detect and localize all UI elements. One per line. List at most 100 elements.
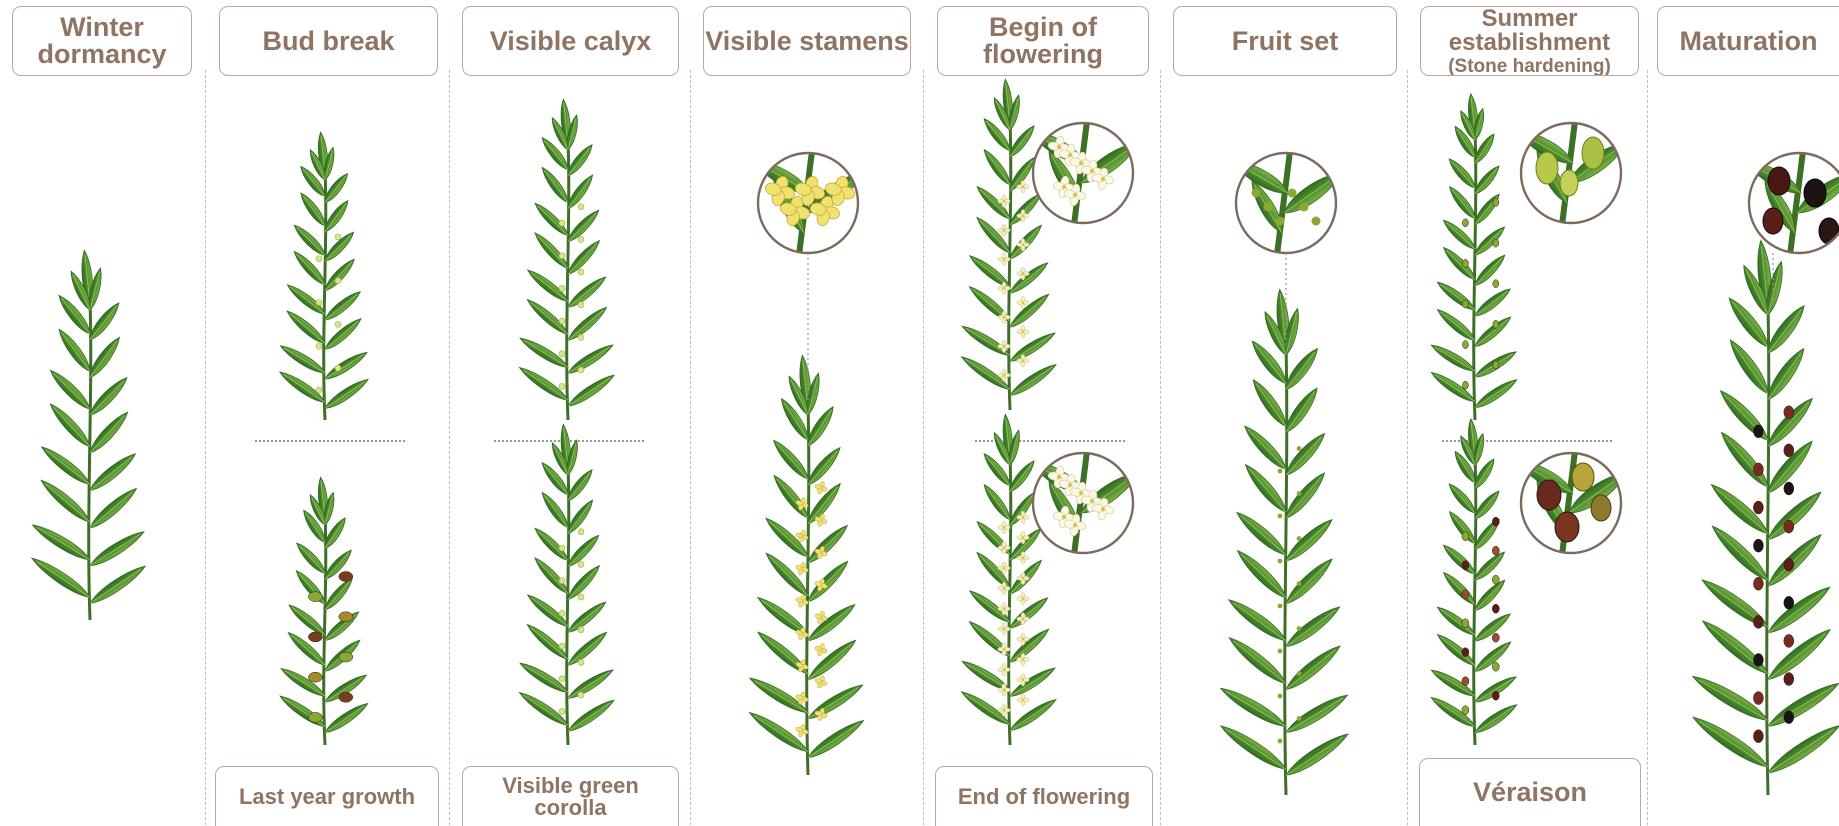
olive-leaf	[87, 484, 140, 532]
fruit-set-branch	[1217, 289, 1351, 795]
olive-fruit	[1784, 596, 1794, 609]
olive-leaf	[38, 476, 94, 526]
olive-leaf	[1282, 555, 1336, 608]
olive-leaf	[805, 680, 865, 723]
stage-title-winter-dormancy: Winter dormancy	[12, 6, 192, 76]
stage-title-bud-break: Bud break	[219, 6, 438, 76]
olive-leaf	[1446, 509, 1479, 547]
flower-bud-icon	[559, 578, 565, 584]
olive-leaf	[1429, 341, 1477, 375]
olive-fruit	[1492, 517, 1499, 526]
olive-leaf	[279, 665, 328, 700]
title-line: Bud break	[262, 28, 394, 55]
tiny-fruit	[1297, 581, 1302, 586]
olive-leaf	[1440, 542, 1478, 578]
olive-leaf	[1434, 631, 1478, 669]
olive-leaf	[1473, 673, 1519, 706]
olive-leaf	[1007, 222, 1045, 262]
title-line: Begin of	[989, 14, 1097, 41]
title-line: Visible stamens	[705, 28, 909, 55]
olive-leaf	[1440, 217, 1478, 253]
stage-label-visible-green-corolla: Visible green corolla	[462, 766, 679, 826]
olive-leaf	[322, 288, 363, 324]
olive-leaf	[1428, 368, 1477, 405]
olive-fruit	[1493, 199, 1499, 207]
olive-leaf	[770, 472, 812, 521]
olive-leaf	[1283, 729, 1352, 780]
olive-leaf	[565, 696, 616, 735]
flower-bud-icon	[316, 256, 322, 262]
budbreak-branch	[277, 132, 371, 420]
olive-leaf	[1472, 285, 1513, 320]
olive-fruit	[339, 652, 353, 662]
tiny-fruit	[1278, 559, 1283, 564]
flower-bud-icon	[559, 253, 565, 259]
maturation-branch	[1689, 240, 1839, 795]
stage-label-veraison: Véraison	[1419, 758, 1641, 826]
flower-bud-icon	[335, 278, 341, 284]
tiny-fruit	[1278, 694, 1283, 699]
olive-leaf	[87, 527, 147, 570]
flower-bud-icon	[559, 708, 565, 714]
olive-fruit	[1753, 692, 1763, 705]
flower-icon	[1017, 592, 1029, 604]
tiny-fruit	[1278, 469, 1283, 474]
olive-fruit	[308, 712, 322, 722]
flower-icon	[998, 521, 1010, 533]
title-line: Summer	[1481, 7, 1577, 31]
flower-bud-icon	[335, 365, 341, 371]
calyx-branch	[517, 99, 617, 420]
flower-bud-icon	[578, 334, 584, 340]
olive-leaf	[532, 525, 571, 564]
olive-fruit	[1753, 577, 1763, 590]
olive-leaf	[86, 409, 131, 457]
flower-bud-icon	[578, 529, 584, 535]
olive-fruit	[1784, 634, 1794, 647]
maturation-magnifier	[1742, 143, 1839, 263]
olive-leaf	[293, 540, 328, 576]
olive-leaf	[1764, 582, 1834, 639]
olive-leaf	[524, 621, 571, 663]
begin-flowering-magnifier	[1026, 113, 1143, 233]
stage-title-begin-of-flowering: Begin of flowering	[937, 6, 1149, 76]
last-year-growth-branch	[277, 477, 370, 745]
stamen-flower-icon	[814, 643, 828, 657]
olive-fruit	[1462, 259, 1468, 267]
olive-leaf	[532, 555, 572, 597]
veraison-magnifier	[1514, 443, 1631, 563]
olive-leaf	[1217, 721, 1289, 775]
flower-bud-icon	[559, 318, 565, 324]
olive-fruit	[1462, 381, 1468, 389]
green-corolla-branch	[517, 424, 617, 745]
olive-fruit	[1462, 300, 1468, 308]
olive-fruit	[1784, 558, 1794, 571]
olive-leaf	[1472, 224, 1508, 259]
olive-leaf	[1233, 546, 1290, 602]
olive-leaf	[565, 666, 615, 702]
tiny-fruit	[1278, 649, 1283, 654]
flower-bud-icon	[559, 643, 565, 649]
label-line: Last year growth	[239, 786, 415, 808]
flower-icon	[998, 224, 1010, 236]
stamens-branch	[746, 355, 866, 775]
stone-hardening-branch	[1428, 93, 1519, 420]
end-flowering-magnifier	[1026, 443, 1143, 563]
olive-leaf	[1763, 394, 1817, 451]
olive-leaf	[87, 562, 148, 608]
stage-title-summer-establishment: Summer establishment (Stone hardening)	[1420, 6, 1639, 76]
olive-leaf	[322, 700, 370, 737]
olive-leaf	[286, 601, 328, 638]
olive-fruit	[1492, 691, 1499, 700]
olive-leaf	[565, 371, 616, 410]
olive-leaf	[293, 568, 329, 607]
olive-leaf	[532, 200, 571, 239]
olive-fruit	[1493, 361, 1499, 369]
olive-leaf	[1007, 361, 1058, 400]
olive-fruit	[1493, 239, 1499, 247]
flower-bud-icon	[578, 627, 584, 633]
olive-leaf	[1763, 530, 1825, 591]
flower-bud-icon	[578, 204, 584, 210]
stone-hardening-magnifier	[1514, 113, 1631, 233]
olive-leaf	[1764, 487, 1826, 544]
olive-leaf	[322, 315, 364, 353]
